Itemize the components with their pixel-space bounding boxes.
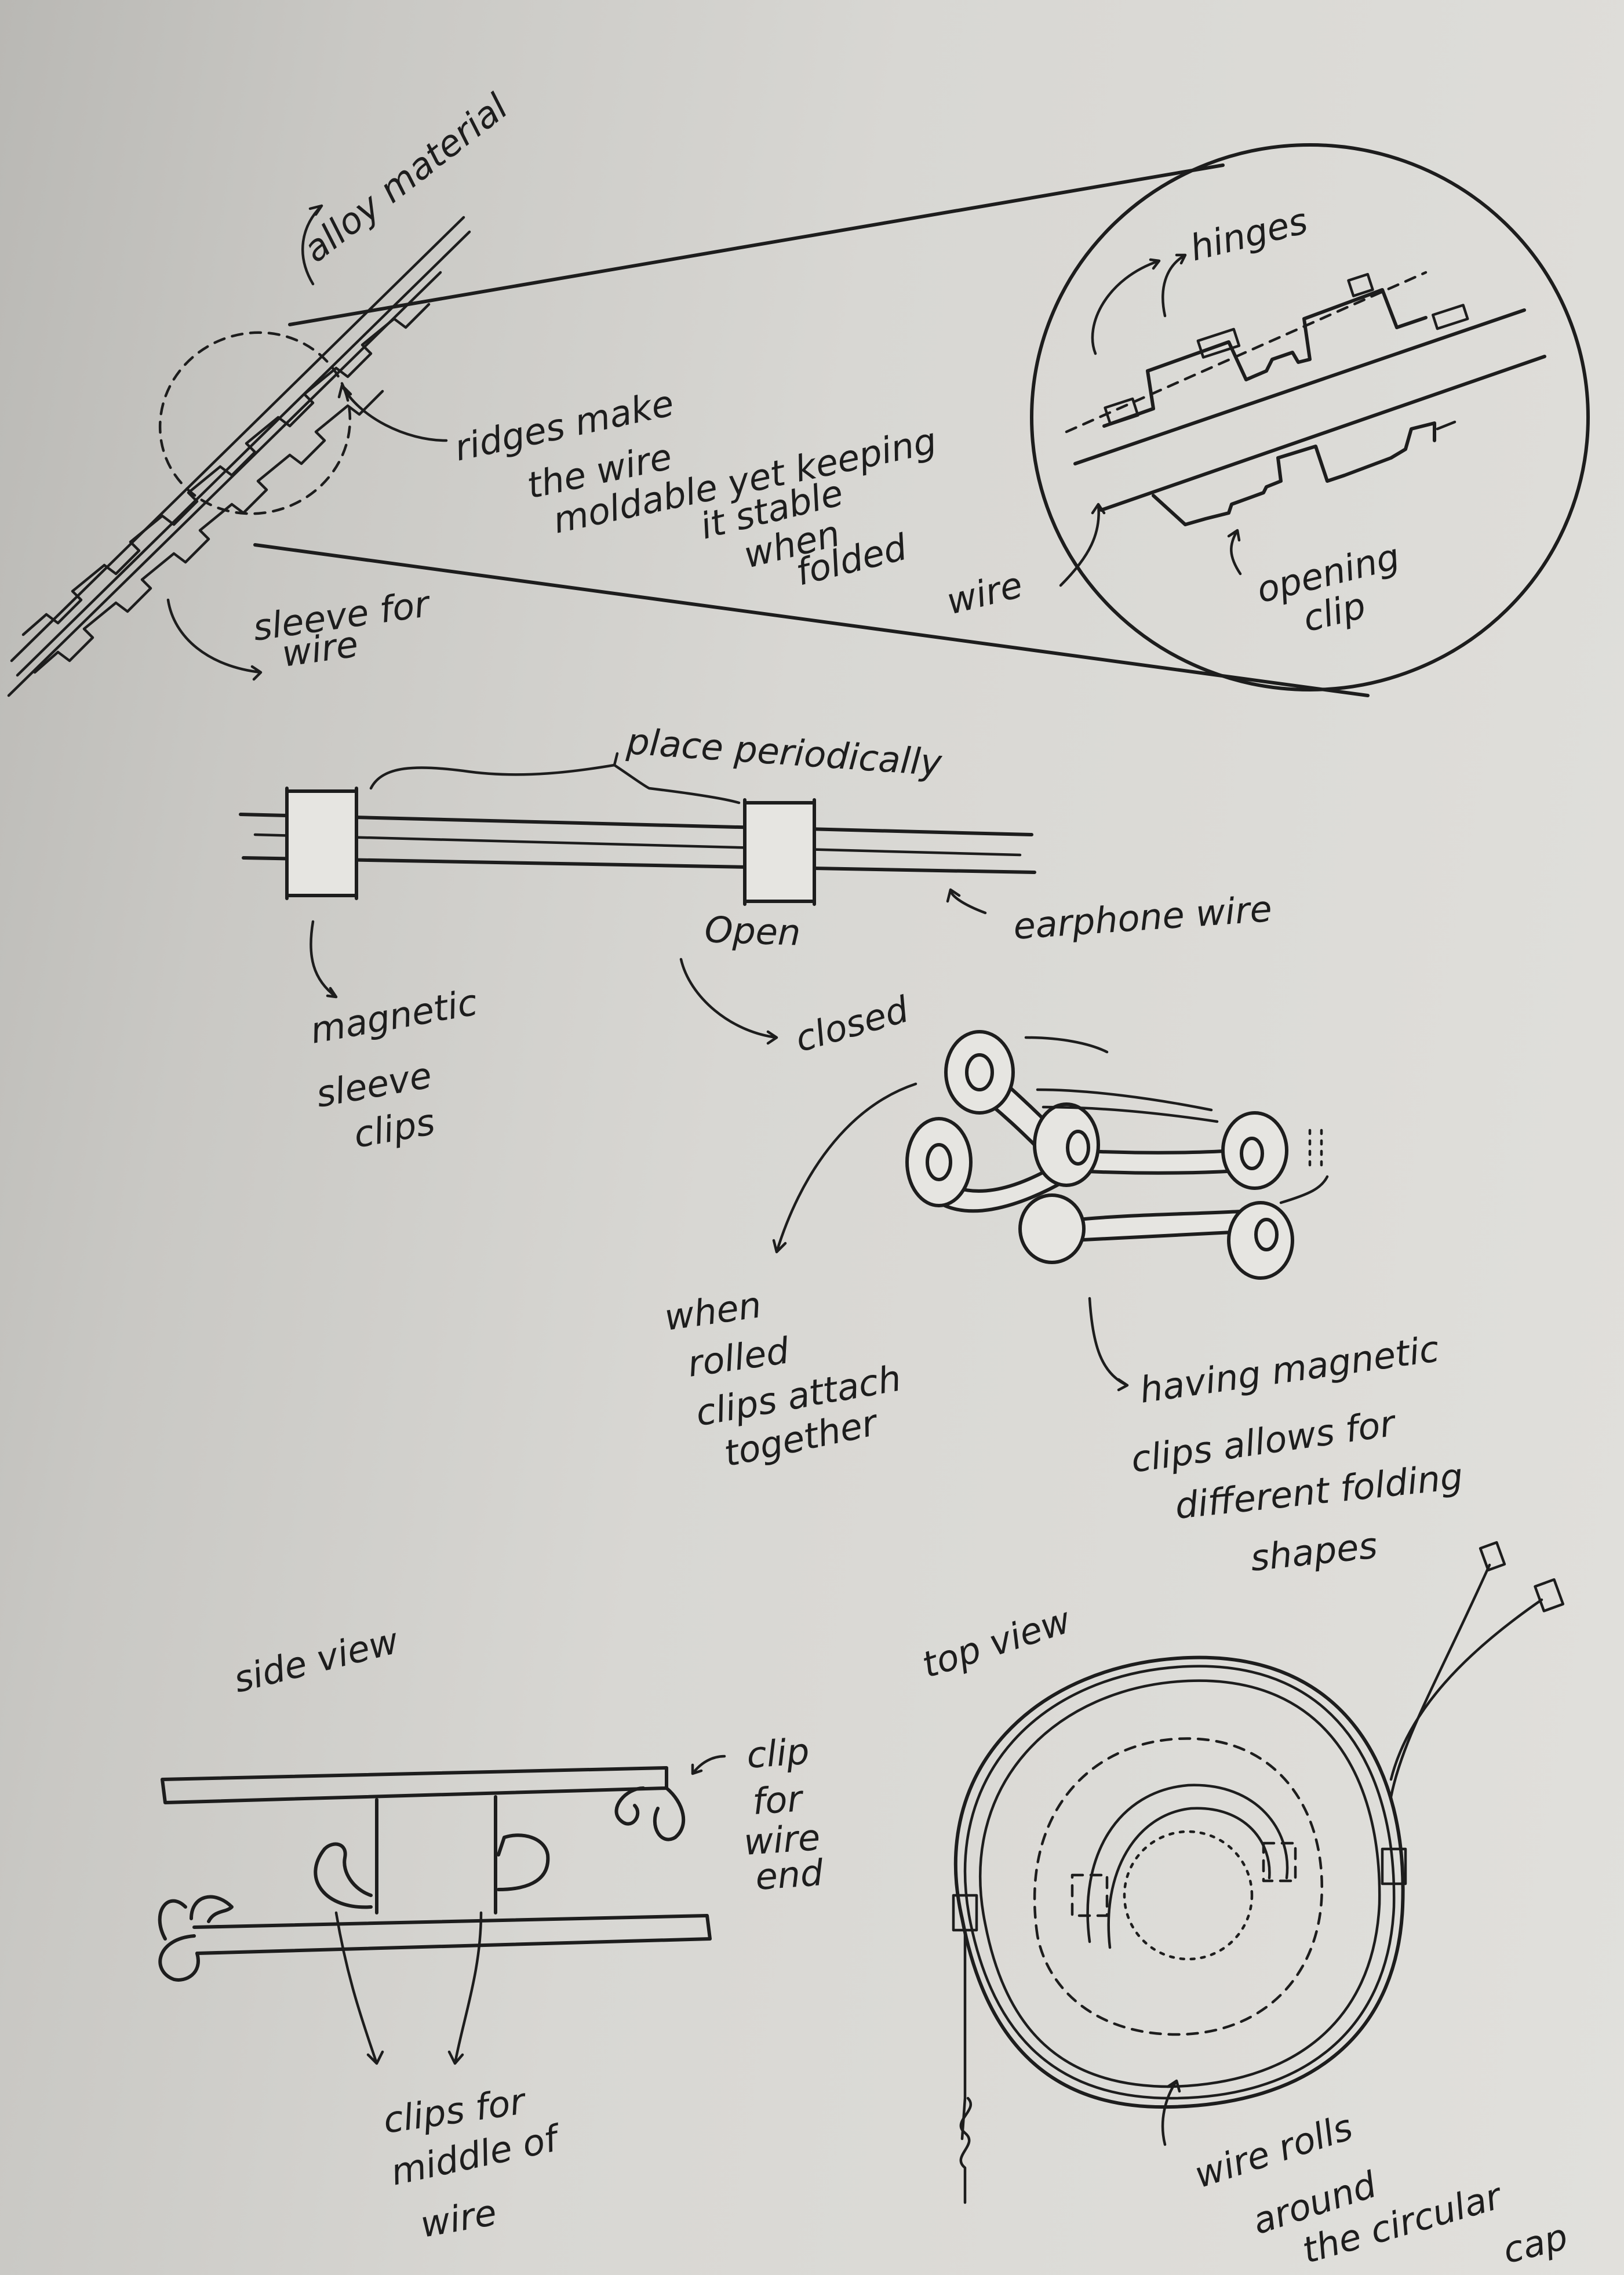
label-sleeve-2: wire xyxy=(279,623,361,675)
label-having-1: having magnetic xyxy=(1137,1327,1441,1411)
label-magnetic-3: clips xyxy=(351,1101,438,1156)
label-hinges: hinges xyxy=(1186,199,1312,270)
label-side-view: side view xyxy=(230,1619,403,1701)
label-earphone-wire: earphone wire xyxy=(1012,887,1273,948)
label-having-4: shapes xyxy=(1248,1524,1379,1579)
arrow-hinges-2 xyxy=(1161,253,1187,318)
arrow-alloy xyxy=(301,204,323,286)
label-rolls-4: cap xyxy=(1499,2215,1572,2272)
label-top-view: top view xyxy=(917,1599,1076,1686)
arrow-sleeve xyxy=(166,598,263,681)
magnifier-line-bottom xyxy=(253,543,1370,697)
magnifier-detail xyxy=(1030,143,1590,691)
label-clips-mid-3: wire xyxy=(417,2191,500,2246)
arrow-ridges xyxy=(337,384,448,442)
label-alloy-material: alloy material xyxy=(295,85,515,271)
label-clip-end-2: for xyxy=(751,1777,806,1823)
label-clip-end-3: wire xyxy=(742,1816,821,1863)
label-clip-end-1: clip xyxy=(745,1730,811,1777)
label-rolled-1: when xyxy=(662,1283,764,1339)
label-place-periodically: place periodically xyxy=(625,720,944,784)
magnifier-line-top xyxy=(288,163,1225,326)
label-open: Open xyxy=(704,908,801,954)
arrow-opening-clip xyxy=(1227,529,1242,576)
arrow-wire xyxy=(1059,503,1106,587)
label-rolled-2: rolled xyxy=(685,1329,792,1385)
magnetic-clip-sketch xyxy=(239,752,1036,1045)
top-view-sketch xyxy=(952,1541,1565,2204)
label-wire: wire xyxy=(942,563,1026,623)
label-clip-end-4: end xyxy=(754,1851,825,1898)
rolled-clips-sketch xyxy=(772,1030,1329,1392)
label-closed: closed xyxy=(791,988,913,1060)
arrow-hinges-1 xyxy=(1091,258,1161,355)
side-view-sketch xyxy=(158,1755,726,2065)
